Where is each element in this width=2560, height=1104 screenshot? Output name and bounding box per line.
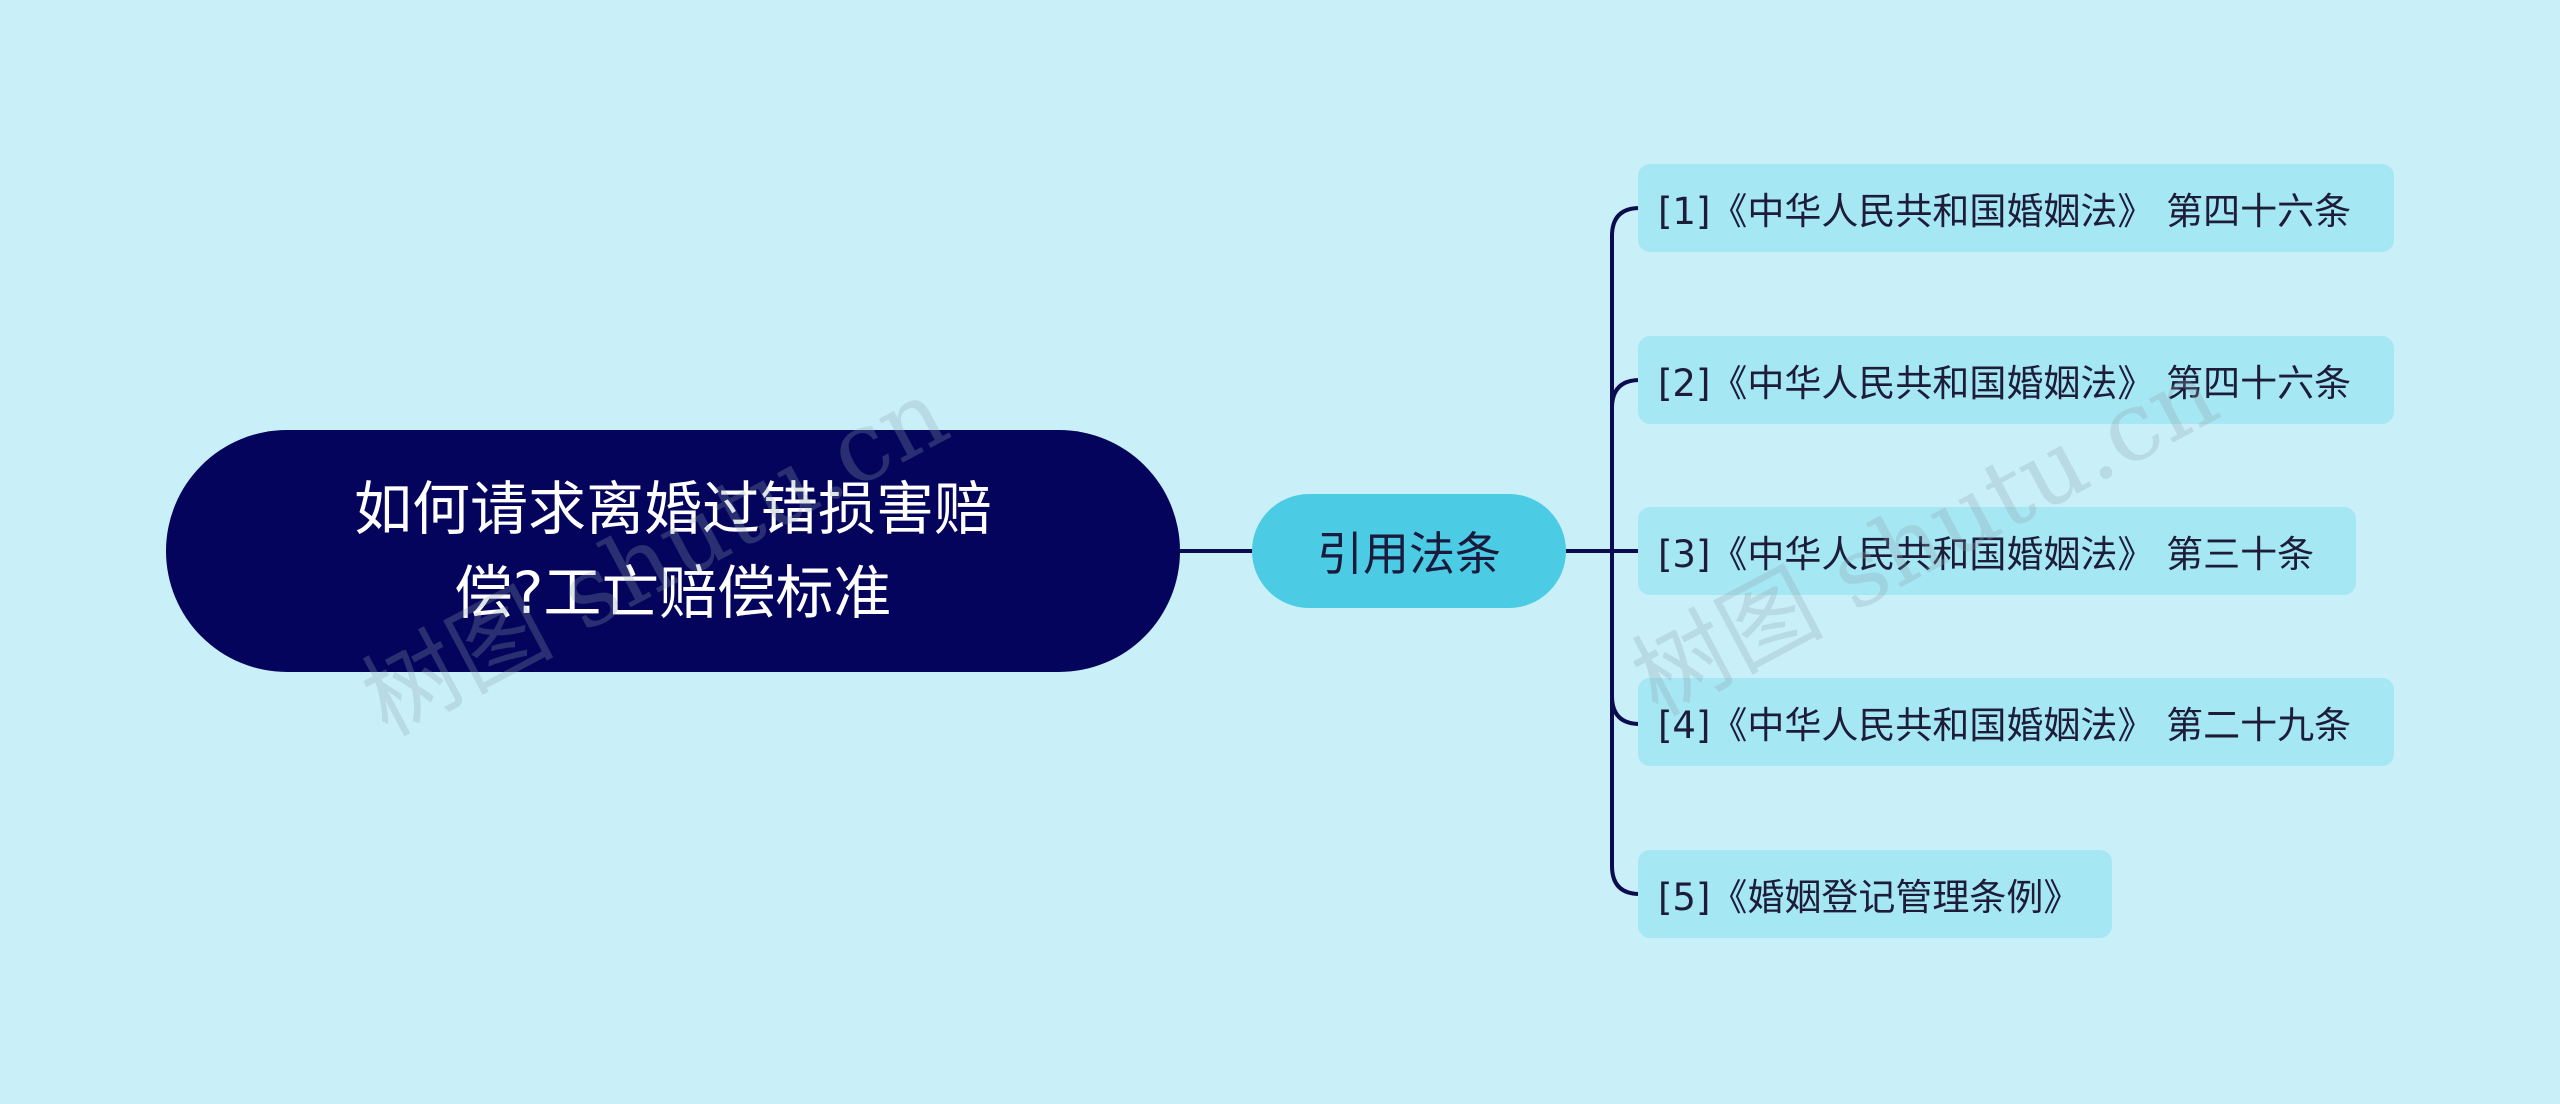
leaf-node-5[interactable]: [5]《婚姻登记管理条例》: [1638, 850, 2112, 938]
leaf-node-3[interactable]: [3]《中华人民共和国婚姻法》 第三十条: [1638, 507, 2356, 595]
leaf-4-connector: [1610, 551, 1641, 726]
root-topic-line-2: 偿?工亡赔偿标准: [454, 559, 892, 627]
leaf-node-5-label: [5]《婚姻登记管理条例》: [1658, 876, 2081, 919]
leaf-5-connector: [1610, 551, 1641, 896]
root-topic-node[interactable]: 如何请求离婚过错损害赔 偿?工亡赔偿标准: [166, 430, 1180, 672]
leaf-node-2[interactable]: [2]《中华人民共和国婚姻法》 第四十六条: [1638, 336, 2394, 424]
root-topic-line-1: 如何请求离婚过错损害赔: [353, 475, 992, 543]
leaf-node-1-label: [1]《中华人民共和国婚姻法》 第四十六条: [1658, 190, 2352, 233]
leaf-node-4[interactable]: [4]《中华人民共和国婚姻法》 第二十九条: [1638, 678, 2394, 766]
leaf-node-2-label: [2]《中华人民共和国婚姻法》 第四十六条: [1658, 362, 2352, 405]
leaf-node-4-label: [4]《中华人民共和国婚姻法》 第二十九条: [1658, 704, 2352, 747]
leaf-node-1[interactable]: [1]《中华人民共和国婚姻法》 第四十六条: [1638, 164, 2394, 252]
branch-node-citations[interactable]: 引用法条: [1252, 494, 1566, 608]
leaf-1-connector: [1610, 206, 1641, 551]
root-topic-text: 如何请求离婚过错损害赔 偿?工亡赔偿标准: [354, 467, 992, 635]
leaf-node-3-label: [3]《中华人民共和国婚姻法》 第三十条: [1658, 533, 2315, 576]
leaf-2-connector: [1610, 378, 1641, 551]
branch-node-label: 引用法条: [1317, 527, 1501, 581]
